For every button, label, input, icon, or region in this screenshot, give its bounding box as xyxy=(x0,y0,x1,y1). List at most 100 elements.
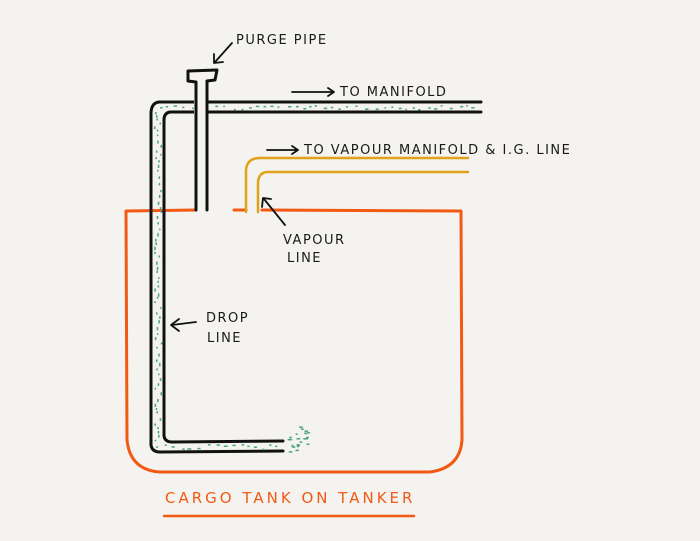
cargo-dot xyxy=(288,106,292,108)
cargo-dot xyxy=(157,383,160,386)
purge-pipe-arrow xyxy=(213,42,233,64)
cargo-dot xyxy=(323,107,328,110)
annotation-arrows xyxy=(170,42,335,332)
cargo-dot xyxy=(269,444,272,446)
cargo-dot xyxy=(289,436,292,439)
cargo-dot xyxy=(365,108,369,110)
cargo-dot xyxy=(156,368,158,371)
cargo-dot xyxy=(299,426,303,428)
cargo-dot xyxy=(165,106,169,108)
vapour-line-label-2: LINE xyxy=(287,251,322,266)
cargo-dot xyxy=(296,438,301,440)
diagram-title: CARGO TANK ON TANKER xyxy=(165,489,415,507)
cargo-dot xyxy=(306,443,310,445)
cargo-dot xyxy=(449,107,453,110)
cargo-dot xyxy=(158,160,160,163)
cargo-dot xyxy=(157,293,160,297)
cargo-dot xyxy=(159,316,161,319)
to-vapour-manifold-label: TO VAPOUR MANIFOLD & I.G. LINE xyxy=(303,143,571,158)
cargo-dot xyxy=(155,408,158,411)
cargo-dot xyxy=(159,418,162,421)
cargo-dot xyxy=(157,233,159,237)
cargo-dot xyxy=(434,108,438,110)
cargo-dot xyxy=(154,337,157,341)
cargo-dot xyxy=(303,438,306,440)
cargo-dot xyxy=(295,449,299,452)
cargo-dot xyxy=(255,105,260,108)
cargo-dot xyxy=(157,431,160,434)
cargo-dot xyxy=(158,353,160,357)
cargo-dot xyxy=(154,126,156,130)
cargo-dot xyxy=(155,238,157,242)
cargo-dot xyxy=(157,164,160,169)
cargo-dot xyxy=(159,228,161,231)
cargo-dot xyxy=(158,194,161,198)
cargo-dot xyxy=(160,107,163,109)
cargo-dot xyxy=(156,134,159,137)
cargo-dot xyxy=(156,333,159,335)
cargo-dot xyxy=(156,296,159,299)
cargo-dot xyxy=(156,312,158,315)
cargo-dot xyxy=(299,441,303,443)
cargo-liquid-dots xyxy=(154,105,475,451)
cargo-dot xyxy=(288,451,293,453)
cargo-dot xyxy=(154,387,157,390)
vapour-line xyxy=(244,156,470,214)
cargo-dot xyxy=(375,108,379,110)
cargo-dot xyxy=(466,105,468,107)
cargo-dot xyxy=(160,144,162,148)
cargo-dot xyxy=(192,107,194,110)
cargo-dot xyxy=(296,105,299,108)
cargo-dot xyxy=(159,378,162,382)
to-manifold-arrow xyxy=(291,87,335,97)
cargo-dot xyxy=(155,112,157,115)
cargo-dot xyxy=(157,285,160,288)
cargo-dot xyxy=(289,438,293,441)
cargo-dot xyxy=(158,176,161,179)
cargo-dot xyxy=(223,105,225,108)
cargo-dot xyxy=(157,140,159,144)
cargo-dot xyxy=(156,261,158,265)
cargo-dot xyxy=(270,105,274,108)
cargo-dot xyxy=(156,446,159,448)
cargo-dot xyxy=(287,438,291,441)
cargo-dot xyxy=(391,106,394,108)
cargo-dot xyxy=(275,445,278,448)
cargo-dot xyxy=(173,105,177,107)
to-vapour-manifold-arrow xyxy=(266,145,299,155)
cargo-dot xyxy=(440,105,443,107)
cargo-dot xyxy=(262,448,265,451)
cargo-dot xyxy=(182,106,185,109)
cargo-dot xyxy=(291,446,296,448)
cargo-dot xyxy=(297,445,300,448)
cargo-dot xyxy=(160,342,163,345)
purge-pipe-label: PURGE PIPE xyxy=(236,33,328,48)
cargo-dot xyxy=(398,107,402,110)
to-manifold-label: TO MANIFOLD xyxy=(339,85,447,100)
cargo-dot xyxy=(314,105,318,107)
cargo-dot xyxy=(338,108,341,110)
cargo-dot xyxy=(249,107,252,109)
cargo-dot xyxy=(247,445,250,448)
cargo-dot xyxy=(306,436,309,439)
cargo-dot xyxy=(303,108,307,110)
cargo-dot xyxy=(197,447,201,450)
cargo-dot xyxy=(160,189,162,193)
cargo-dot xyxy=(207,444,211,446)
cargo-dot xyxy=(158,373,160,376)
cargo-dot xyxy=(355,105,358,107)
vapour-line-label-1: VAPOUR xyxy=(283,233,346,248)
cargo-dot xyxy=(159,122,161,125)
cargo-dot xyxy=(154,251,156,255)
cargo-dot xyxy=(305,438,309,440)
cargo-dot xyxy=(154,423,156,426)
cargo-dot xyxy=(253,446,257,448)
cargo-dot xyxy=(215,105,219,108)
cargo-dot xyxy=(187,448,192,450)
cargo-dot xyxy=(304,430,308,432)
cargo-dot xyxy=(216,444,220,446)
cargo-dot xyxy=(330,106,334,109)
cargo-dot xyxy=(156,270,158,273)
cargo-dot xyxy=(154,439,157,442)
cargo-dot xyxy=(164,444,167,446)
